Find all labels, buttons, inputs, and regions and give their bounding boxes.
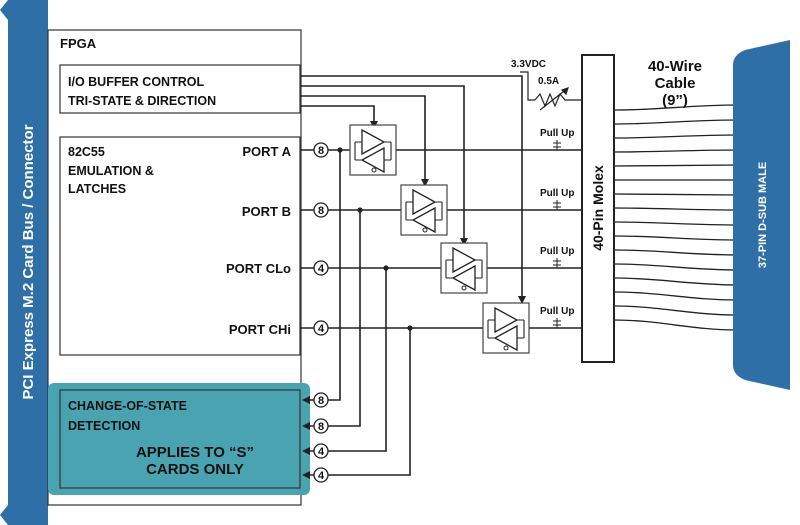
bits-port-b: 8 — [318, 205, 324, 217]
port-clo-label: PORT CLo — [226, 261, 291, 276]
io-buffer-line1: I/O BUFFER CONTROL — [68, 75, 204, 89]
emulation-box — [59, 136, 301, 356]
buffer-port-a — [349, 124, 397, 176]
emulation-line2: EMULATION & — [68, 164, 154, 178]
pullup-label-chi: Pull Up — [540, 306, 574, 317]
emulation-line1: 82C55 — [68, 145, 105, 159]
molex-connector — [581, 54, 615, 363]
dsub-label: 37-PIN D-SUB MALE — [757, 162, 769, 268]
molex-label: 40-Pin Molex — [590, 165, 606, 251]
power-voltage: 3.3VDC — [511, 59, 546, 70]
bits-port-clo: 4 — [318, 263, 325, 275]
port-chi-label: PORT CHi — [229, 322, 291, 337]
bits-cos-a: 8 — [318, 395, 324, 407]
cos-note2: CARDS ONLY — [146, 461, 244, 478]
bits-port-a: 8 — [318, 145, 324, 157]
pullup-label-a: Pull Up — [540, 128, 574, 139]
junction-dots — [337, 147, 413, 331]
cable-wires — [613, 104, 739, 331]
port-b-label: PORT B — [242, 204, 291, 219]
port-a-label: PORT A — [242, 144, 291, 159]
cos-line1: CHANGE-OF-STATE — [68, 399, 187, 413]
bits-port-chi: 4 — [318, 323, 325, 335]
pci-bus-bar — [0, 0, 48, 525]
control-lines — [300, 75, 523, 300]
cable-line1: 40-Wire — [648, 58, 702, 75]
buffer-port-b — [400, 184, 448, 236]
cos-inner-box — [59, 389, 301, 489]
fpga-label: FPGA — [60, 36, 97, 51]
cable-line2: Cable — [655, 75, 696, 92]
pullup-label-clo: Pull Up — [540, 246, 574, 257]
pullups: Pull Up Pull Up Pull Up Pull Up — [540, 128, 574, 328]
bits-cos-clo: 4 — [318, 446, 325, 458]
power-fuse-symbol — [520, 71, 582, 111]
power-fuse: 0.5A — [538, 76, 559, 87]
bits-cos-chi: 4 — [318, 470, 325, 482]
cos-teal-box — [48, 383, 310, 495]
io-buffer-line2: TRI-STATE & DIRECTION — [68, 94, 216, 108]
dsub-connector — [733, 40, 790, 390]
cos-arrowheads — [302, 396, 310, 479]
pullup-label-b: Pull Up — [540, 188, 574, 199]
emulation-line3: LATCHES — [68, 182, 126, 196]
buffer-port-clo — [440, 242, 488, 294]
bit-count-badges: 8 8 4 4 8 8 4 4 — [313, 142, 329, 483]
buffer-port-chi — [482, 302, 530, 354]
io-buffer-box — [59, 64, 301, 114]
cos-note1: APPLIES TO “S” — [136, 444, 254, 461]
pci-bus-label: PCI Express M.2 Card Bus / Connector — [20, 124, 37, 399]
cos-line2: DETECTION — [68, 419, 140, 433]
cable-line3: (9”) — [662, 92, 688, 109]
bits-cos-b: 8 — [318, 421, 324, 433]
